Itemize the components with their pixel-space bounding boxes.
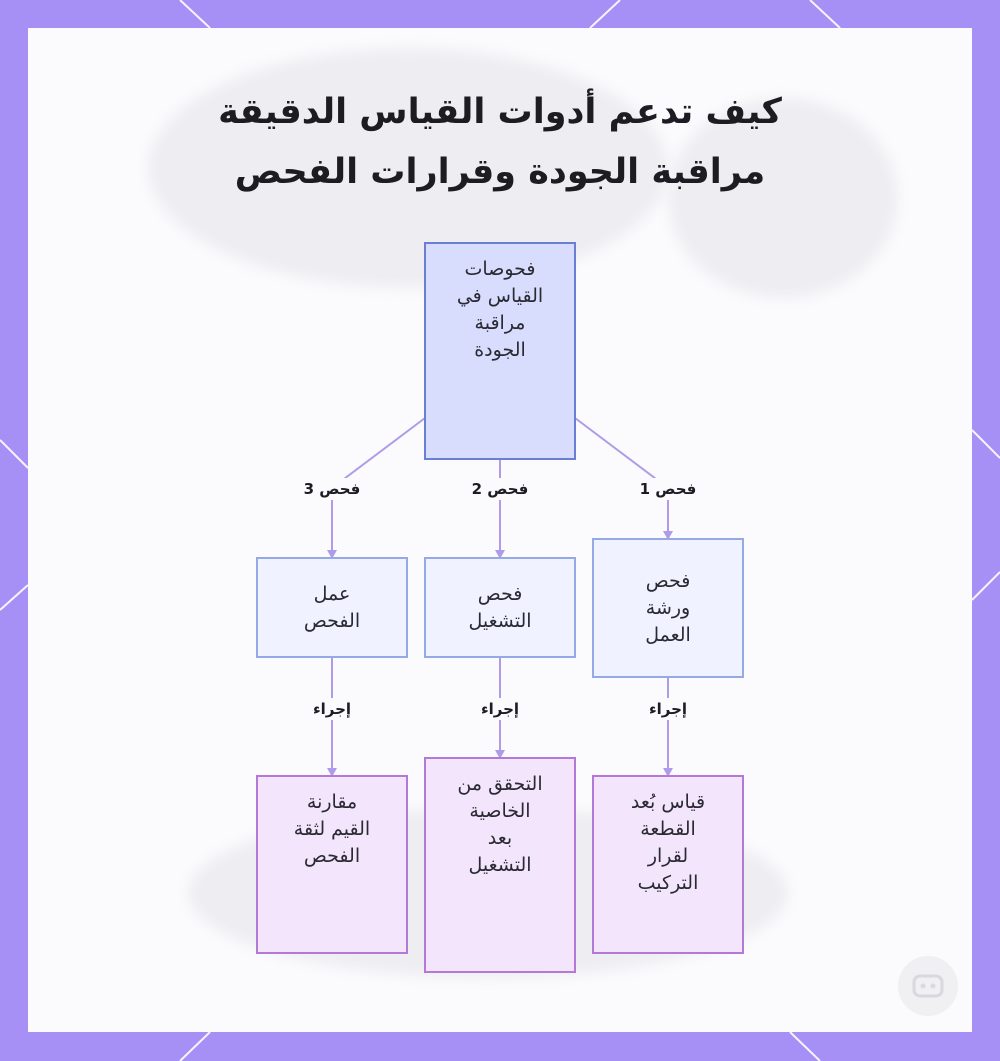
node-text-line: الخاصية	[457, 798, 542, 825]
edge-label-check-2: فحص 2	[468, 478, 533, 500]
node-text-line: القياس في	[457, 283, 543, 310]
node-text-line: فحص	[645, 568, 691, 595]
node-text-line: مراقبة	[457, 310, 543, 337]
node-text-line: لقرار	[631, 843, 705, 870]
node-text-line: بعد	[457, 825, 542, 852]
result-node-verify-feature: التحقق من الخاصية بعد التشغيل	[424, 757, 576, 973]
result-node-dimension: قياس بُعد القطعة لقرار التركيب	[592, 775, 744, 954]
node-text-line: مقارنة	[294, 789, 370, 816]
node-text-line: التشغيل	[457, 852, 542, 879]
root-node: فحوصات القياس في مراقبة الجودة	[424, 242, 576, 460]
node-text-line: ورشة	[645, 595, 691, 622]
node-text-line: القطعة	[631, 816, 705, 843]
node-text-line: فحص	[468, 581, 531, 608]
edge-label-action-2: إجراء	[477, 698, 523, 720]
node-text-line: التشغيل	[468, 608, 531, 635]
check-node-machining: فحص التشغيل	[424, 557, 576, 658]
check-node-inspection-work: عمل الفحص	[256, 557, 408, 658]
edge-label-check-3: فحص 3	[300, 478, 365, 500]
edge-label-action-3: إجراء	[309, 698, 355, 720]
node-text-line: الجودة	[457, 337, 543, 364]
edge-label-action-1: إجراء	[645, 698, 691, 720]
logo-icon	[898, 956, 958, 1016]
node-text-line: التحقق من	[457, 771, 542, 798]
node-text-line: التركيب	[631, 870, 705, 897]
node-text-line: عمل	[304, 581, 360, 608]
node-text-line: قياس بُعد	[631, 789, 705, 816]
result-node-compare-values: مقارنة القيم لثقة الفحص	[256, 775, 408, 954]
node-text-line: الفحص	[294, 843, 370, 870]
check-node-workshop: فحص ورشة العمل	[592, 538, 744, 678]
node-text-line: العمل	[645, 622, 691, 649]
node-text-line: القيم لثقة	[294, 816, 370, 843]
logo-icon-glyph	[912, 972, 944, 1000]
node-text-line: فحوصات	[457, 256, 543, 283]
node-text-line: الفحص	[304, 608, 360, 635]
edge-label-check-1: فحص 1	[636, 478, 701, 500]
